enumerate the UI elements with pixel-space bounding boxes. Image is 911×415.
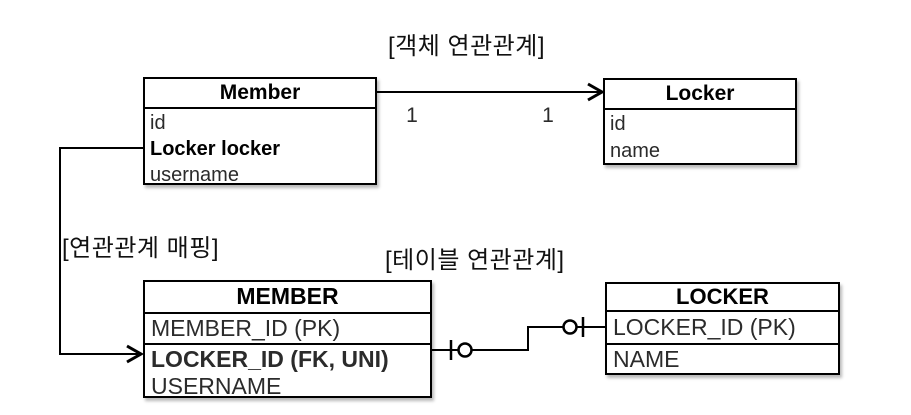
multiplicity-source-label: 1 [406, 104, 418, 127]
locker-field-id: id [610, 113, 626, 135]
locker-table-title: LOCKER [607, 284, 838, 312]
locker-table-body: NAME [607, 345, 838, 373]
member-table-username-row: USERNAME [151, 373, 282, 399]
member-class-fields: id Locker locker username [145, 109, 375, 188]
locker-class-title: Locker [605, 80, 795, 110]
member-field-username: username [150, 164, 239, 186]
member-table-box: MEMBER MEMBER_ID (PK) LOCKER_ID (FK, UNI… [143, 280, 432, 400]
member-table-title: MEMBER [145, 282, 430, 314]
cardinality-zero-circle-icon [562, 319, 578, 335]
member-field-locker: Locker locker [150, 138, 281, 160]
table-association-line [431, 326, 605, 351]
locker-class-box: Locker id name [603, 78, 797, 165]
caption-object-association: [객체 연관관계] [388, 33, 545, 60]
member-class-box: Member id Locker locker username [143, 77, 377, 188]
locker-class-fields: id name [605, 110, 795, 165]
locker-table-box: LOCKER LOCKER_ID (PK) NAME [605, 282, 840, 375]
member-table-body: LOCKER_ID (FK, UNI) USERNAME [145, 345, 430, 400]
member-class-title: Member [145, 79, 375, 109]
member-table-pk-row: MEMBER_ID (PK) [145, 314, 430, 345]
cardinality-zero-circle-icon [457, 342, 473, 358]
member-table-fk-row: LOCKER_ID (FK, UNI) [151, 346, 389, 372]
locker-table-name-row: NAME [613, 346, 680, 372]
caption-association-mapping: [연관관계 매핑] [62, 235, 219, 262]
arrowhead-right-icon [126, 344, 145, 364]
locker-field-name: name [610, 140, 661, 162]
caption-table-association: [테이블 연관관계] [385, 247, 565, 274]
locker-table-pk-row: LOCKER_ID (PK) [607, 312, 838, 345]
member-field-id: id [150, 112, 166, 134]
arrowhead-right-icon [587, 82, 606, 102]
multiplicity-target-label: 1 [542, 104, 554, 127]
